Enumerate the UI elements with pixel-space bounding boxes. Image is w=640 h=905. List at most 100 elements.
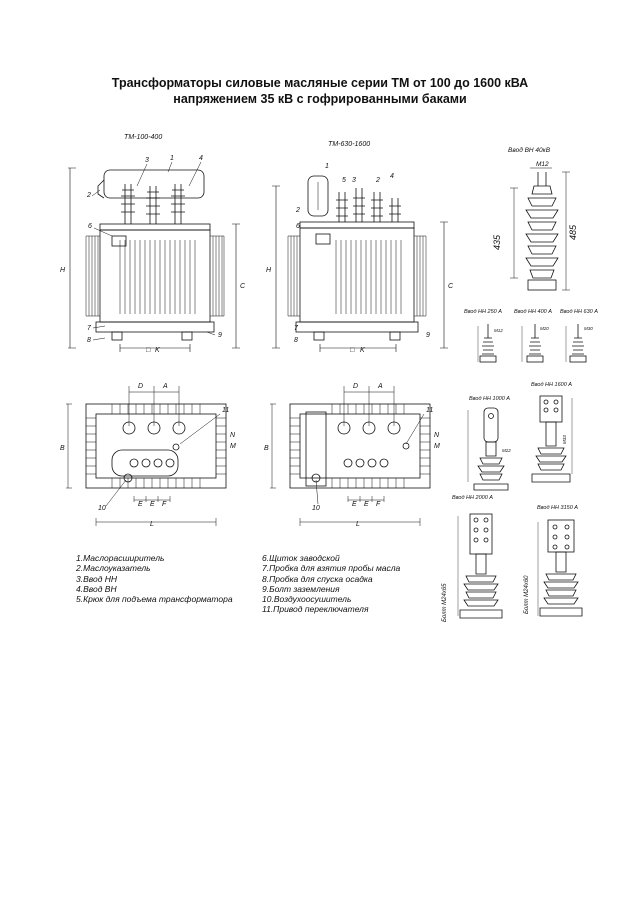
front-view-large-transformer: ТМ-630-1600 H C □ K 1 5 3 2	[266, 141, 454, 354]
svg-text:8: 8	[294, 337, 298, 344]
svg-text:5: 5	[342, 177, 346, 184]
svg-text:11: 11	[426, 407, 433, 414]
svg-text:F: F	[162, 501, 167, 508]
svg-text:1: 1	[170, 155, 174, 162]
svg-text:Ввод НН 630 А: Ввод НН 630 А	[560, 309, 598, 315]
svg-text:6: 6	[296, 223, 300, 230]
tank-cover-2	[299, 221, 415, 229]
lv-bushing-2000a-detail: Ввод НН 2000 А Болт М24х65	[442, 495, 503, 622]
svg-text:M: M	[230, 443, 236, 450]
bushings-top-right	[336, 188, 401, 222]
svg-text:Ввод ВН 40кВ: Ввод ВН 40кВ	[508, 146, 551, 154]
svg-text:10: 10	[98, 505, 106, 512]
svg-text:3: 3	[352, 177, 356, 184]
svg-text:L: L	[150, 521, 154, 528]
svg-text:C: C	[448, 283, 454, 290]
front-view-small-transformer: ТМ-100-400 H C □ K	[60, 134, 246, 354]
svg-text:485: 485	[568, 224, 578, 240]
legend-item: 9.Болт заземления	[262, 583, 340, 594]
svg-text:M: M	[434, 443, 440, 450]
svg-text:Ввод НН 1600 А: Ввод НН 1600 А	[531, 382, 572, 388]
svg-text:E: E	[364, 501, 369, 508]
svg-text:H: H	[266, 267, 272, 274]
svg-text:D: D	[353, 383, 358, 390]
svg-text:2: 2	[375, 177, 380, 184]
svg-text:435: 435	[492, 234, 502, 250]
svg-text:2: 2	[86, 192, 91, 199]
model-label-left: ТМ-100-400	[124, 134, 162, 141]
svg-text:6: 6	[88, 223, 92, 230]
svg-text:М22: М22	[502, 448, 511, 453]
svg-text:K: K	[360, 347, 365, 354]
tank-cover	[99, 223, 211, 231]
svg-text:H: H	[60, 267, 66, 274]
dimension-c-line	[232, 223, 240, 349]
svg-text:4: 4	[390, 173, 394, 180]
lv-bushing-1600a-detail: Ввод НН 1600 А М33	[531, 382, 572, 483]
svg-text:Ввод НН 3150 А: Ввод НН 3150 А	[537, 505, 578, 511]
legend-item: 6.Щиток заводской	[262, 553, 340, 563]
legend-item: 7.Пробка для взятия пробы масла	[262, 563, 401, 574]
callouts-front-left: 3 1 4 2 6 7 8 9	[86, 155, 222, 344]
legend-item: 11.Привод переключателя	[262, 604, 369, 615]
svg-text:N: N	[230, 432, 236, 439]
svg-text:М20: М20	[540, 326, 549, 331]
top-view-large-transformer: D A B L M N E E F 11 10	[264, 383, 440, 528]
bushings-top-left	[121, 184, 185, 224]
model-label-right: ТМ-630-1600	[328, 141, 370, 148]
tank-base	[95, 321, 215, 333]
svg-text:Ввод НН 250 А: Ввод НН 250 А	[464, 309, 502, 315]
legend-item: 5.Крюк для подъема трансформатора	[76, 594, 233, 605]
svg-text:М12: М12	[536, 161, 549, 168]
conservator-tank	[103, 169, 205, 199]
svg-text:10: 10	[312, 505, 320, 512]
svg-text:L: L	[356, 521, 360, 528]
oil-gauge	[97, 179, 105, 199]
svg-text:D: D	[138, 383, 143, 390]
svg-text:Болт М24х60: Болт М24х60	[524, 575, 530, 614]
svg-text:Болт М24х65: Болт М24х65	[442, 583, 448, 622]
legend-left-column: 1.Маслорасширитель 2.Маслоуказатель 3.Вв…	[76, 553, 233, 604]
svg-text:□: □	[146, 347, 151, 354]
svg-text:11: 11	[222, 407, 229, 414]
svg-text:□: □	[350, 347, 355, 354]
lv-bushings-small: Ввод НН 250 А Ввод НН 400 А Ввод НН 630 …	[464, 309, 598, 363]
svg-text:Ввод НН 2000 А: Ввод НН 2000 А	[452, 495, 493, 501]
conservator-tank-2	[307, 175, 329, 217]
svg-text:М12: М12	[494, 328, 503, 333]
top-view-small-transformer: D A B L M N E E F 11 10	[60, 383, 236, 528]
nameplate-2	[315, 233, 331, 245]
lv-bushing-1000a-detail: Ввод НН 1000 А М22	[467, 396, 511, 491]
svg-text:C: C	[240, 283, 246, 290]
svg-text:9: 9	[426, 332, 430, 339]
svg-text:1: 1	[325, 163, 329, 170]
svg-text:B: B	[264, 445, 269, 452]
drawing-title-line-1: Трансформаторы силовые масляные серии ТМ…	[111, 76, 529, 90]
svg-text:A: A	[162, 383, 168, 390]
drawing-title-line-2: напряжением 35 кВ с гофрированными бакам…	[173, 92, 467, 106]
svg-text:2: 2	[295, 207, 300, 214]
legend-item: 10.Воздухоосушитель	[262, 594, 352, 605]
svg-text:М33: М33	[562, 435, 567, 444]
wheel-right	[181, 331, 193, 341]
legend-item: 8.Пробка для спуска осадка	[262, 573, 373, 584]
svg-text:7: 7	[87, 325, 92, 332]
svg-text:K: K	[155, 347, 160, 354]
svg-text:Ввод НН 400 А: Ввод НН 400 А	[514, 309, 552, 315]
hv-bushing-detail: Ввод ВН 40кВ М12 435 485	[492, 146, 578, 291]
svg-text:9: 9	[218, 332, 222, 339]
svg-text:E: E	[138, 501, 143, 508]
legend-item: 4.Ввод ВН	[76, 583, 117, 594]
svg-text:Ввод НН 1000 А: Ввод НН 1000 А	[469, 396, 510, 402]
corrugated-tank-2	[299, 227, 415, 323]
tank-corrugation	[85, 235, 225, 317]
svg-text:N: N	[434, 432, 440, 439]
legend-item: 3.Ввод НН	[76, 573, 118, 584]
legend-right-column: 6.Щиток заводской 7.Пробка для взятия пр…	[262, 553, 400, 615]
nameplate	[111, 235, 127, 247]
svg-text:A: A	[377, 383, 383, 390]
svg-text:7: 7	[294, 325, 299, 332]
svg-text:B: B	[60, 445, 65, 452]
dimension-k-line	[119, 344, 191, 352]
